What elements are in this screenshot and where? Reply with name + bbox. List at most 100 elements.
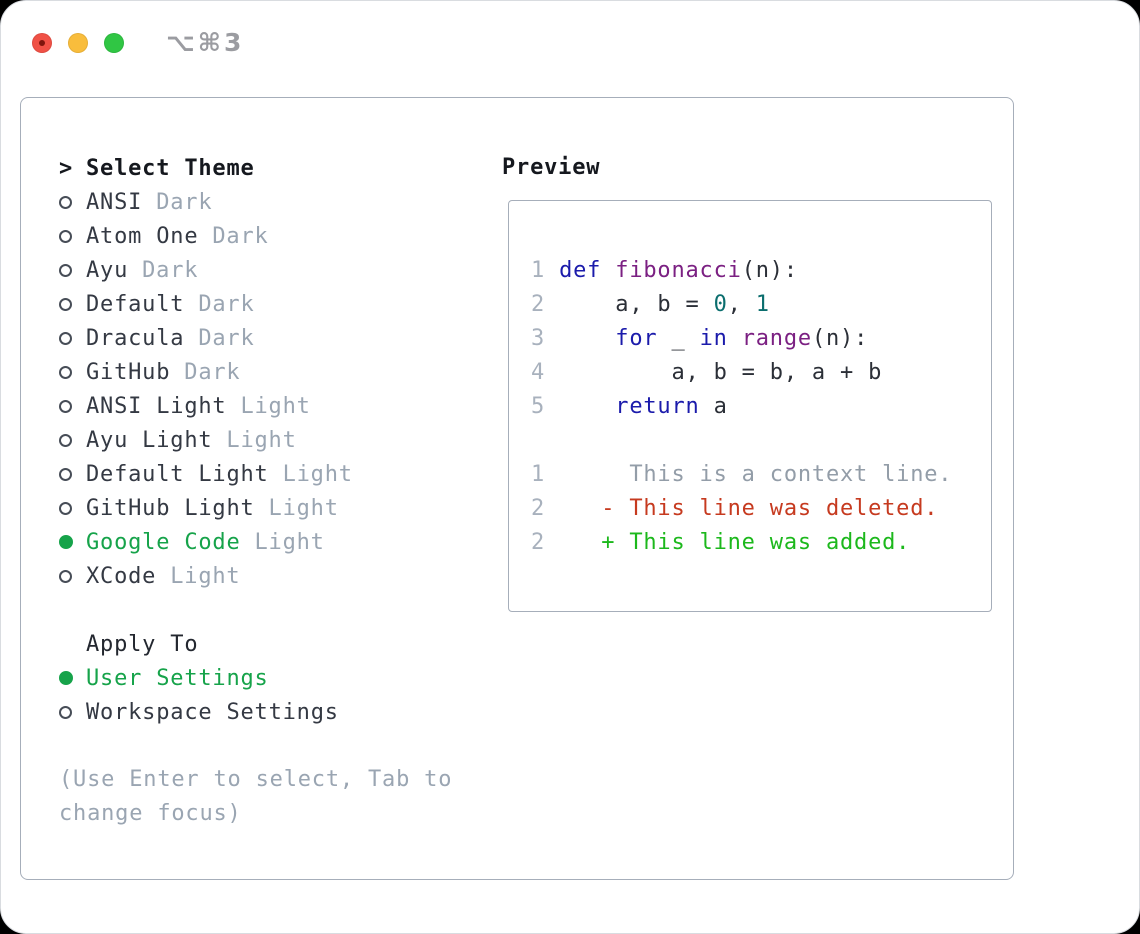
code-token [601,258,615,283]
bullet-col [59,195,86,209]
theme-option-github[interactable]: GitHub Dark [59,355,452,389]
cursor-icon: > [59,155,74,181]
close-button[interactable] [32,32,52,53]
radio-selected-icon [59,671,73,685]
apply-option-workspace-settings[interactable]: Workspace Settings [59,695,452,729]
option-label: Google Code [86,529,241,555]
option-label: Ayu Light [86,427,213,453]
theme-variant: Dark [156,189,213,215]
theme-variant: Dark [198,291,255,317]
spacer-row [59,593,452,627]
code-token: def [559,258,602,283]
line-number: 2 [531,292,546,317]
theme-variant: Light [240,393,311,419]
radio-icon [59,433,72,447]
option-label: User Settings [86,665,269,691]
theme-variant: Light [268,495,339,521]
option-label: Ayu [86,257,129,283]
radio-icon [59,501,72,515]
code-line: 2 - This line was deleted. [531,492,991,526]
line-number: 1 [531,462,546,487]
code-token: _ [657,326,700,351]
theme-variant: Light [254,529,325,555]
minimize-button[interactable] [68,32,88,53]
apply-option-user-settings[interactable]: User Settings [59,661,452,695]
code-token [545,496,601,521]
line-number: 2 [531,496,546,521]
option-label: Workspace Settings [86,699,339,725]
option-label: Atom One [86,223,199,249]
line-number: 2 [531,530,546,555]
bullet-col [59,331,86,345]
code-line: 1 This is a context line. [531,458,991,492]
option-label: GitHub [86,359,171,385]
code-token [545,530,601,555]
code-line: 1 def fibonacci(n): [531,254,991,288]
option-label: Default Light [86,461,269,487]
code-token: fibonacci [615,258,742,283]
titlebar: ⌥⌘3 [32,28,244,57]
bullet-col [59,297,86,311]
select-theme-header-row: > Select Theme [59,151,452,185]
code-token: for [615,326,658,351]
code-token: This is a context line. [545,462,953,487]
code-token: a [699,394,728,419]
theme-option-google-code[interactable]: Google Code Light [59,525,452,559]
code-line: 3 for _ in range(n): [531,322,991,356]
radio-icon [59,705,72,719]
code-token: (n): [811,326,869,351]
spacer-row [59,729,452,763]
window-title: ⌥⌘3 [166,28,245,57]
radio-icon [59,569,72,583]
bullet-col [59,263,86,277]
apply-to-header-row: Apply To [59,627,452,661]
theme-variant: Dark [184,359,241,385]
radio-icon [59,229,72,243]
theme-option-default[interactable]: Default Dark [59,287,452,321]
code-line: 4 a, b = b, a + b [531,356,991,390]
apply-to-header: Apply To [86,631,199,657]
code-token: + This line was added. [601,530,911,555]
theme-option-ayu[interactable]: Ayu Dark [59,253,452,287]
theme-option-ansi[interactable]: ANSI Dark [59,185,452,219]
bullet-col [59,365,86,379]
code-token [728,326,742,351]
radio-icon [59,331,72,345]
preview-header: Preview [502,155,601,180]
code-line [531,424,991,458]
code-token: (n): [741,258,798,283]
code-token: , [727,292,756,317]
line-number: 3 [531,326,546,351]
bullet-col [59,399,86,413]
radio-icon [59,263,72,277]
code-token: a, b = b, a + b [545,360,883,385]
option-label: Default [86,291,185,317]
theme-variant: Dark [198,325,255,351]
bullet-col [59,535,86,549]
code-line: 5 return a [531,390,991,424]
radio-icon [59,467,72,481]
code-token [545,326,615,351]
zoom-button[interactable] [104,32,124,53]
line-number: 5 [531,394,546,419]
theme-variant: Dark [142,257,199,283]
bullet-col [59,705,86,719]
code-token: return [615,394,700,419]
theme-variant: Light [170,563,241,589]
option-label: ANSI [86,189,143,215]
select-theme-header: Select Theme [86,155,255,181]
code-token: 0 [713,292,728,317]
hint-text-line-1: (Use Enter to select, Tab to [59,767,453,792]
